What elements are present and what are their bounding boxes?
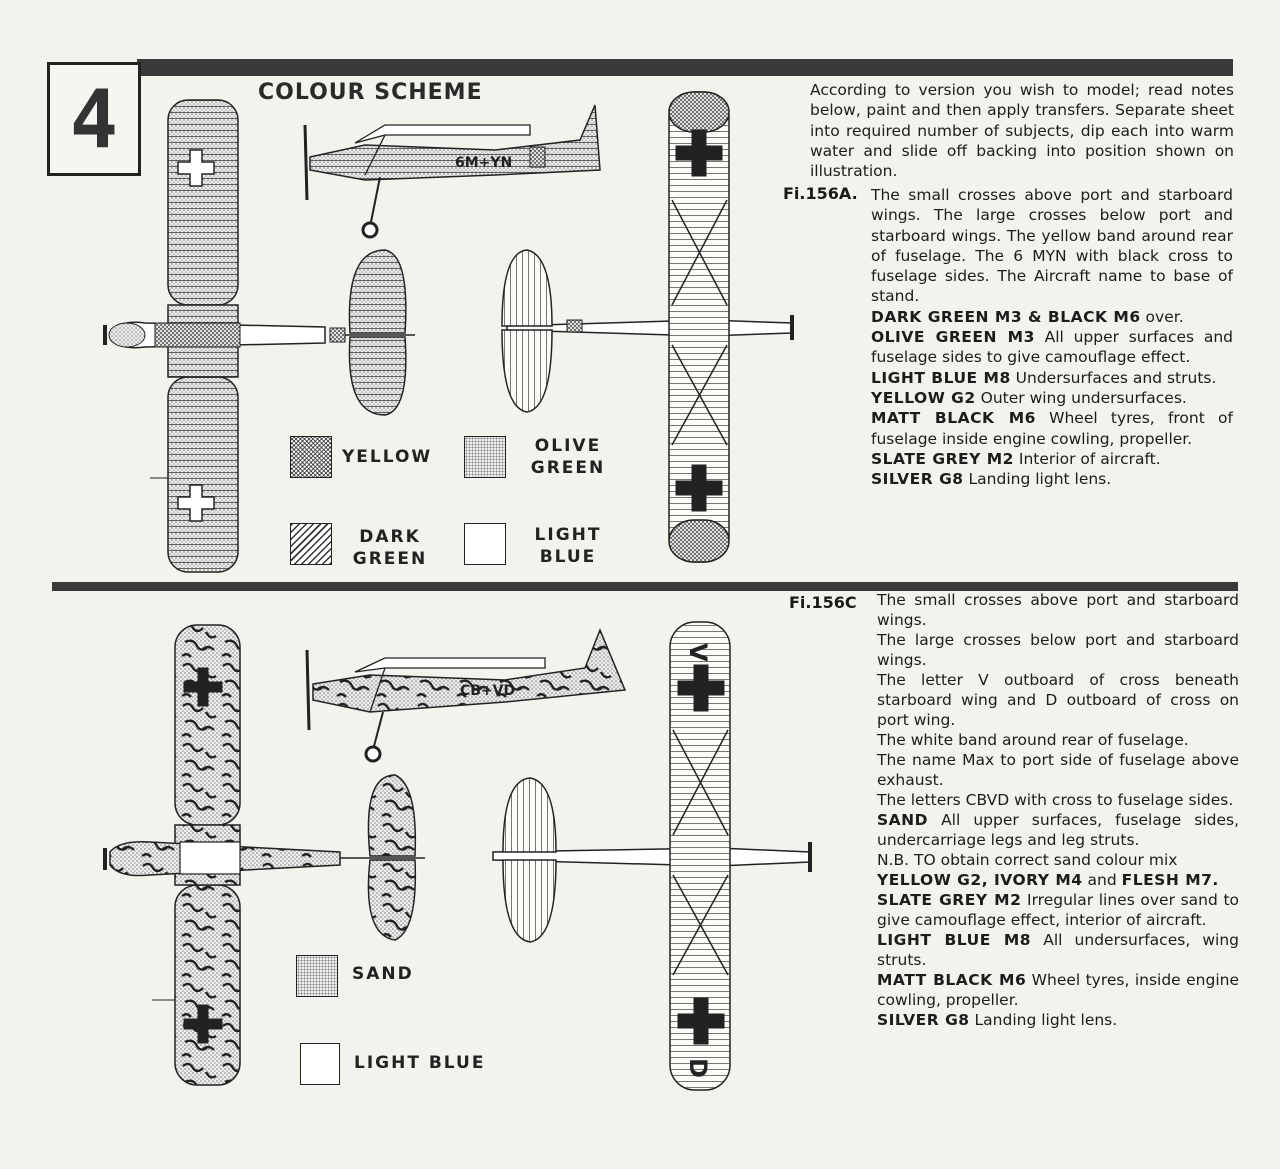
colour-name: LIGHT BLUE M8 xyxy=(871,368,1011,387)
section-c-line-4: The white band around rear of fuselage. xyxy=(877,731,1189,749)
colour-desc: Outer wing undersurfaces. xyxy=(980,388,1187,407)
section-c-sand: SAND All upper surfaces, fuselage sides,… xyxy=(877,810,1239,850)
page-title: COLOUR SCHEME xyxy=(258,80,483,105)
legend-label-yellow: YELLOW xyxy=(342,447,433,467)
section-a-dark-green-tail: over. xyxy=(1145,307,1184,326)
section-a-dark-green: DARK GREEN M3 & BLACK M6 over. xyxy=(871,307,1233,327)
section-c-nb: N.B. TO obtain correct sand colour mix xyxy=(877,851,1178,869)
colour-desc: Wheel tyres, inside engine cowling, prop… xyxy=(877,971,1239,1009)
legend-swatch-light-blue-c xyxy=(300,1043,340,1085)
section-a-dark-green-name: DARK GREEN M3 & BLACK M6 xyxy=(871,307,1141,326)
colour-name: SLATE GREY M2 xyxy=(877,891,1022,909)
section-c-line-3: The letter V outboard of cross beneath s… xyxy=(877,671,1239,729)
colour-desc: Undersurfaces and struts. xyxy=(1015,368,1217,387)
section-a-colour-light-blue: LIGHT BLUE M8 Undersurfaces and struts. xyxy=(871,368,1233,388)
legend-swatch-dark-green xyxy=(290,523,332,565)
colour-desc: Interior of aircraft. xyxy=(1018,449,1161,468)
colour-name: MATT BLACK M6 xyxy=(877,971,1027,989)
colour-name: MATT BLACK M6 xyxy=(871,409,1036,428)
section-a-colour-slate-grey: SLATE GREY M2 Interior of aircraft. xyxy=(871,449,1233,469)
section-c-colour-silver: SILVER G8 Landing light lens. xyxy=(877,1010,1239,1030)
section-c-label: Fi.156C xyxy=(789,593,857,612)
colour-desc: All undersurfaces, wing struts. xyxy=(877,931,1240,969)
section-c-line-2: The large crosses below port and starboa… xyxy=(877,631,1239,669)
mix-colours-1: YELLOW G2, IVORY M4 xyxy=(877,871,1083,889)
legend-swatch-olive-green xyxy=(464,436,506,478)
wing-letter-v: V xyxy=(684,643,712,662)
mix-and: and xyxy=(1087,871,1117,889)
colour-name: SILVER G8 xyxy=(871,470,964,489)
fi156c-side-view: CB+VD xyxy=(305,628,627,763)
fuselage-code-a: 6M+YN xyxy=(455,155,512,171)
section-c-line-1: The small crosses above port and starboa… xyxy=(877,591,1239,629)
legend-label-dark-green: DARK GREEN xyxy=(342,526,438,570)
legend-dark-line2: GREEN xyxy=(352,549,428,569)
colour-desc: All upper surfaces and fuselage sides to… xyxy=(871,328,1233,367)
middle-rule xyxy=(52,582,1238,591)
colour-desc: Wheel tyres, front of fuselage inside en… xyxy=(871,409,1233,448)
legend-light-line1: LIGHT xyxy=(534,525,602,545)
section-a-colour-olive: OLIVE GREEN M3 All upper surfaces and fu… xyxy=(871,327,1233,368)
legend-swatch-yellow xyxy=(290,436,332,478)
colour-name: LIGHT BLUE M8 xyxy=(877,931,1032,949)
mix-colours-2: FLESH M7. xyxy=(1121,871,1219,889)
legend-light-line2: BLUE xyxy=(539,547,597,567)
section-a-notes: The small crosses above port and starboa… xyxy=(871,185,1233,489)
legend-olive-line1: OLIVE xyxy=(534,436,602,456)
step-number: 4 xyxy=(47,62,141,176)
section-a-colour-yellow: YELLOW G2 Outer wing undersurfaces. xyxy=(871,388,1233,408)
top-rule xyxy=(137,59,1233,76)
legend-swatch-sand xyxy=(296,955,338,997)
section-a-description: The small crosses above port and starboa… xyxy=(871,186,1233,306)
fi156c-top-view xyxy=(103,624,425,1086)
legend-label-sand: SAND xyxy=(352,964,414,984)
fi156a-bottom-view xyxy=(501,91,794,563)
colour-desc: Landing light lens. xyxy=(974,1011,1118,1029)
section-c-mix: YELLOW G2, IVORY M4 and FLESH M7. xyxy=(877,870,1239,890)
intro-text: According to version you wish to model; … xyxy=(810,81,1234,181)
colour-name: OLIVE GREEN M3 xyxy=(871,328,1035,347)
colour-name: YELLOW G2 xyxy=(871,388,976,407)
section-a-colour-silver: SILVER G8 Landing light lens. xyxy=(871,469,1233,489)
colour-desc: Irregular lines over sand to give camouf… xyxy=(877,891,1240,929)
section-c-colour-matt-black: MATT BLACK M6 Wheel tyres, inside engine… xyxy=(877,970,1239,1010)
colour-desc: Landing light lens. xyxy=(968,470,1112,489)
fuselage-code-c: CB+VD xyxy=(460,683,515,699)
legend-olive-line2: GREEN xyxy=(530,458,606,478)
legend-label-olive-green: OLIVE GREEN xyxy=(520,435,616,479)
legend-label-light-blue-c: LIGHT BLUE xyxy=(354,1053,486,1073)
section-a-colour-matt-black: MATT BLACK M6 Wheel tyres, front of fuse… xyxy=(871,408,1233,449)
legend-dark-line1: DARK xyxy=(359,527,421,547)
colour-desc: All upper surfaces, fuselage sides, unde… xyxy=(877,811,1240,849)
colour-name: SILVER G8 xyxy=(877,1011,970,1029)
section-c-line-6: The letters CBVD with cross to fuselage … xyxy=(877,791,1234,809)
colour-name: SAND xyxy=(877,811,928,829)
legend-swatch-light-blue xyxy=(464,523,506,565)
section-c-colour-light-blue: LIGHT BLUE M8 All undersurfaces, wing st… xyxy=(877,930,1239,970)
section-c-colour-slate-grey: SLATE GREY M2 Irregular lines over sand … xyxy=(877,890,1239,930)
fi156a-top-view xyxy=(103,99,415,573)
fi156a-side-view: 6M+YN xyxy=(303,104,601,239)
fi156c-bottom-view: V D xyxy=(492,621,812,1091)
colour-name: SLATE GREY M2 xyxy=(871,449,1014,468)
section-c-notes: The small crosses above port and starboa… xyxy=(877,590,1239,1030)
wing-letter-d: D xyxy=(684,1058,712,1078)
section-c-line-5: The name Max to port side of fuselage ab… xyxy=(877,751,1239,789)
legend-label-light-blue: LIGHT BLUE xyxy=(520,524,616,568)
section-a-label: Fi.156A. xyxy=(783,184,858,203)
